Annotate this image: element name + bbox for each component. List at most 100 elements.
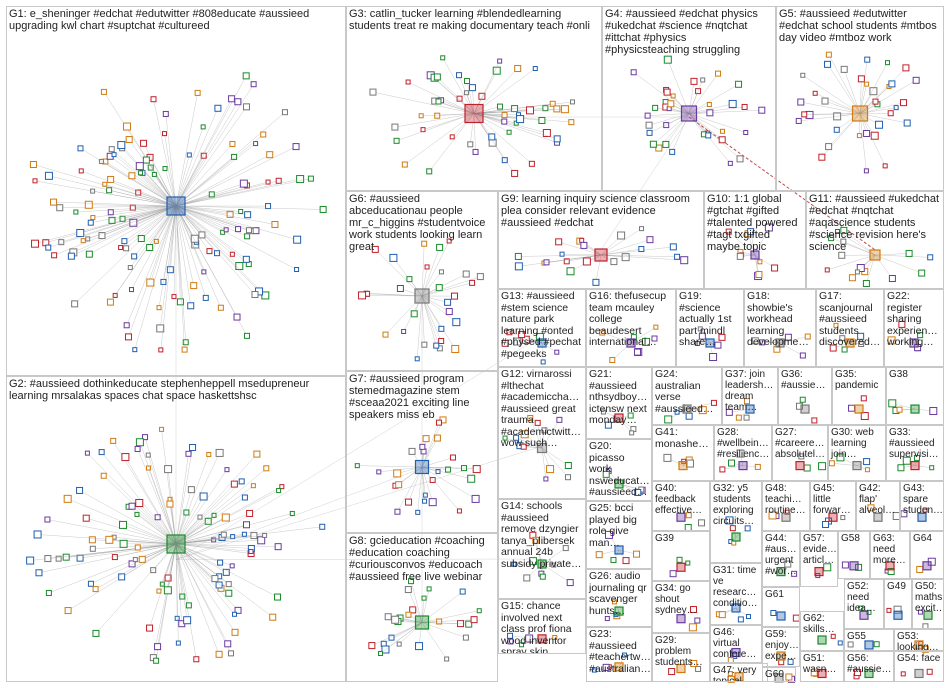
group-panel-g61: G61 — [762, 587, 800, 627]
group-panel-g53: G53: looking… — [894, 629, 944, 651]
group-label-g51: G51: wasn… — [803, 653, 841, 675]
group-label-g4: G4: #aussieed #edchat physics #ukedchat … — [605, 8, 773, 56]
group-panel-g62: G62: skills… — [800, 611, 844, 651]
group-label-g27: G27: #careere… absolutel… — [775, 427, 825, 460]
group-panel-g20: G20: picasso work nsweducat… #aussieed… — [586, 439, 652, 501]
group-panel-g42: G42: flap' alveol… — [856, 481, 900, 531]
group-panel-g31: G31: time ve researc… conditio… — [710, 563, 762, 625]
group-label-g53: G53: looking… — [897, 631, 941, 651]
group-panel-g24: G24: australian verse #aussieed… — [652, 367, 722, 425]
group-label-g26: G26: audio journaling qr scavenger hunts… — [589, 571, 649, 617]
group-panel-g16: G16: thefusecup team mcauley college bea… — [586, 289, 676, 367]
group-label-g54: G54: face — [897, 653, 941, 664]
group-panel-g36: G36: #aussie… — [778, 367, 832, 425]
group-panel-g54: G54: face — [894, 651, 944, 682]
group-panel-g48: G48: teachi… routine… — [762, 481, 810, 531]
group-panel-g39: G39 — [652, 531, 710, 581]
group-panel-g13: G13: #aussieed #stem science nature park… — [498, 289, 586, 367]
group-label-g2: G2: #aussieed dothinkeducate stephenhepp… — [9, 378, 343, 402]
group-panel-g43: G43: spare studen… — [900, 481, 944, 531]
group-label-g15: G15: chance involved next class prof fio… — [501, 601, 583, 654]
group-label-g30: G30: web learning join… — [831, 427, 883, 460]
group-label-g44: G44: #aus… urgent #wor… — [765, 533, 797, 577]
group-panel-g12: G12: virnarossi #lthechat #academiccha… … — [498, 367, 586, 499]
group-label-g48: G48: teachi… routine… — [765, 483, 807, 516]
group-label-g11: G11: #aussieed #ukedchat #edchat #nqtcha… — [809, 193, 941, 253]
group-panel-g41: G41: monashe… — [652, 425, 714, 481]
group-label-g21: G21: #aussieed nthsydboy… ictensw next m… — [589, 369, 649, 427]
group-label-g49: G49 — [887, 581, 909, 592]
group-label-g3: G3: catlin_tucker learning #blendedlearn… — [349, 8, 599, 32]
group-label-g50: G50: maths excit… — [915, 581, 941, 614]
group-label-g38: G38 — [889, 369, 941, 380]
group-label-g19: G19: #science actually 1st part mindl sh… — [679, 291, 741, 349]
group-label-g46: G46: virtual confere… — [713, 627, 759, 660]
group-label-g42: G42: flap' alveol… — [859, 483, 897, 516]
group-panel-g57: G57: evide… articl… — [800, 531, 838, 587]
group-panel-g23: G23: #aussieed #teachertw… #australian… — [586, 627, 652, 682]
group-panel-g22: G22: register sharing experien… working… — [884, 289, 944, 367]
group-label-g40: G40: feedback effective… — [655, 483, 707, 516]
group-label-g16: G16: thefusecup team mcauley college bea… — [589, 291, 673, 349]
group-panel-g19: G19: #science actually 1st part mindl sh… — [676, 289, 744, 367]
group-panel-g17: G17: scanjournal #aussieed students disc… — [816, 289, 884, 367]
group-label-g13: G13: #aussieed #stem science nature park… — [501, 291, 583, 360]
group-panel-g5: G5: #aussieed #edutwitter #edchat school… — [776, 6, 944, 191]
group-panel-g35: G35: pandemic — [832, 367, 886, 425]
group-panel-g10: G10: 1:1 global #gtchat #gifted #talente… — [704, 191, 806, 289]
group-label-g37: G37: join leadersh… dream team… — [725, 369, 775, 413]
group-panel-g46: G46: virtual confere… — [710, 625, 762, 663]
group-label-g63: G63: need more… — [873, 533, 907, 566]
group-label-g8: G8: gcieducation #coaching #education co… — [349, 535, 495, 583]
group-panel-g34: G34: go shout sydney… — [652, 581, 710, 633]
group-label-g61: G61 — [765, 589, 797, 600]
group-panel-g58: G58 — [838, 531, 870, 579]
group-panel-g60: G60 — [762, 667, 796, 682]
group-label-g14: G14: schools #aussieed remove dzyngier t… — [501, 501, 583, 570]
group-panel-g28: G28: #wellbein… #resilienc… — [714, 425, 772, 481]
group-panel-g63: G63: need more… — [870, 531, 910, 579]
group-label-g9: G9: learning inquiry science classroom p… — [501, 193, 701, 229]
group-panel-g56: G56: #aussie… — [844, 651, 894, 682]
group-panel-g51: G51: wasn… — [800, 651, 844, 682]
group-label-g47: G47: very topical pow… — [713, 665, 765, 682]
group-panel-g59: G59: enjoy… expe… — [762, 627, 800, 667]
group-label-g43: G43: spare studen… — [903, 483, 941, 516]
group-label-g17: G17: scanjournal #aussieed students disc… — [819, 291, 881, 349]
group-label-g12: G12: virnarossi #lthechat #academiccha… … — [501, 369, 583, 450]
group-label-g36: G36: #aussie… — [781, 369, 829, 391]
group-label-g24: G24: australian verse #aussieed… — [655, 369, 719, 415]
group-panel-g55: G55 — [844, 629, 894, 651]
group-panel-g45: G45: little forwar… — [810, 481, 856, 531]
group-label-g33: G33: #aussieed supervisi… — [889, 427, 941, 460]
group-label-g52: G52: need idea… — [847, 581, 881, 614]
group-label-g56: G56: #aussie… — [847, 653, 891, 675]
group-label-g18: G18: showbie's workhead learning develop… — [747, 291, 813, 349]
group-panel-g47: G47: very topical pow… — [710, 663, 768, 682]
group-panel-g52: G52: need idea… — [844, 579, 884, 629]
group-panel-g38: G38 — [886, 367, 944, 425]
group-panel-g14: G14: schools #aussieed remove dzyngier t… — [498, 499, 586, 599]
group-label-g58: G58 — [841, 533, 867, 544]
group-panel-g29: G29: problem students… — [652, 633, 710, 682]
group-label-g55: G55 — [847, 631, 891, 642]
group-panel-g3: G3: catlin_tucker learning #blendedlearn… — [346, 6, 602, 191]
group-panel-g7: G7: #aussieed program stemedmagazine ste… — [346, 371, 498, 533]
group-panel-g32: G32: y5 students exploring circuits… — [710, 481, 762, 563]
group-label-g29: G29: problem students… — [655, 635, 707, 668]
group-label-g28: G28: #wellbein… #resilienc… — [717, 427, 769, 460]
group-panel-g21: G21: #aussieed nthsydboy… ictensw next m… — [586, 367, 652, 439]
group-label-g22: G22: register sharing experien… working… — [887, 291, 941, 349]
group-panel-g30: G30: web learning join… — [828, 425, 886, 481]
group-label-g1: G1: e_sheninger #edchat #edutwitter #808… — [9, 8, 343, 32]
group-label-g60: G60 — [765, 669, 793, 680]
group-label-g35: G35: pandemic — [835, 369, 883, 391]
group-panel-g11: G11: #aussieed #ukedchat #edchat #nqtcha… — [806, 191, 944, 289]
group-panel-g4: G4: #aussieed #edchat physics #ukedchat … — [602, 6, 776, 191]
group-panel-g18: G18: showbie's workhead learning develop… — [744, 289, 816, 367]
group-label-g31: G31: time ve researc… conditio… — [713, 565, 759, 609]
group-panel-g40: G40: feedback effective… — [652, 481, 710, 531]
group-label-g5: G5: #aussieed #edutwitter #edchat school… — [779, 8, 941, 44]
group-label-g32: G32: y5 students exploring circuits… — [713, 483, 759, 527]
group-panel-g1: G1: e_sheninger #edchat #edutwitter #808… — [6, 6, 346, 376]
